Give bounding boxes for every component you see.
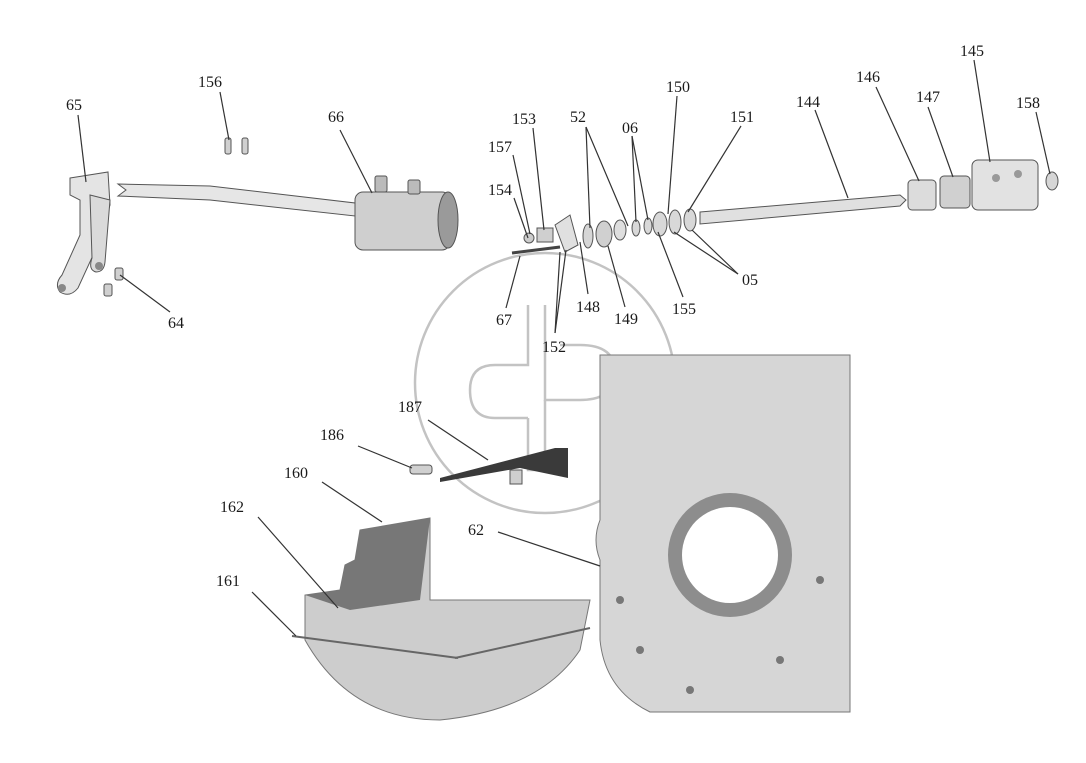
bracket-187 [440, 448, 568, 485]
label-149: 149 [614, 311, 638, 328]
label-157: 157 [488, 139, 512, 156]
bolt-186 [409, 464, 433, 475]
bolts-64 [103, 267, 124, 297]
label-161: 161 [216, 573, 240, 590]
label-67: 67 [496, 312, 512, 329]
label-151: 151 [730, 109, 754, 126]
label-155: 155 [672, 301, 696, 318]
label-144: 144 [796, 94, 820, 111]
shift-shaft-144 [699, 194, 907, 225]
housing-145 [971, 159, 1039, 211]
label-52: 52 [570, 109, 586, 126]
bolts-156 [224, 137, 249, 155]
bushing-147 [939, 175, 971, 209]
label-153: 153 [512, 111, 536, 128]
label-148: 148 [576, 299, 600, 316]
bushing-146 [907, 179, 937, 211]
label-66: 66 [328, 109, 344, 126]
label-186: 186 [320, 427, 344, 444]
label-156: 156 [198, 74, 222, 91]
label-154: 154 [488, 182, 512, 199]
label-152: 152 [542, 339, 566, 356]
part-number-labels: 65 156 66 64 153 157 154 52 06 150 151 1… [66, 43, 1040, 590]
label-150: 150 [666, 79, 690, 96]
spring-washer-set [631, 208, 697, 237]
label-65: 65 [66, 97, 82, 114]
label-160: 160 [284, 465, 308, 482]
label-147: 147 [916, 89, 940, 106]
label-158: 158 [1016, 95, 1040, 112]
ring-158 [1045, 171, 1059, 191]
cover-shell-160 [291, 517, 591, 721]
leader-lines [77, 59, 1051, 637]
label-162: 162 [220, 499, 244, 516]
label-62: 62 [468, 522, 484, 539]
label-64: 64 [168, 315, 184, 332]
shift-fork-65 [56, 171, 111, 295]
label-187: 187 [398, 399, 422, 416]
shift-rail-66 [116, 175, 459, 251]
transmission-housing-62 [595, 354, 851, 713]
label-146: 146 [856, 69, 880, 86]
label-05: 05 [742, 272, 758, 289]
linkage-parts-cluster [511, 214, 627, 255]
label-145: 145 [960, 43, 984, 60]
label-06: 06 [622, 120, 638, 137]
